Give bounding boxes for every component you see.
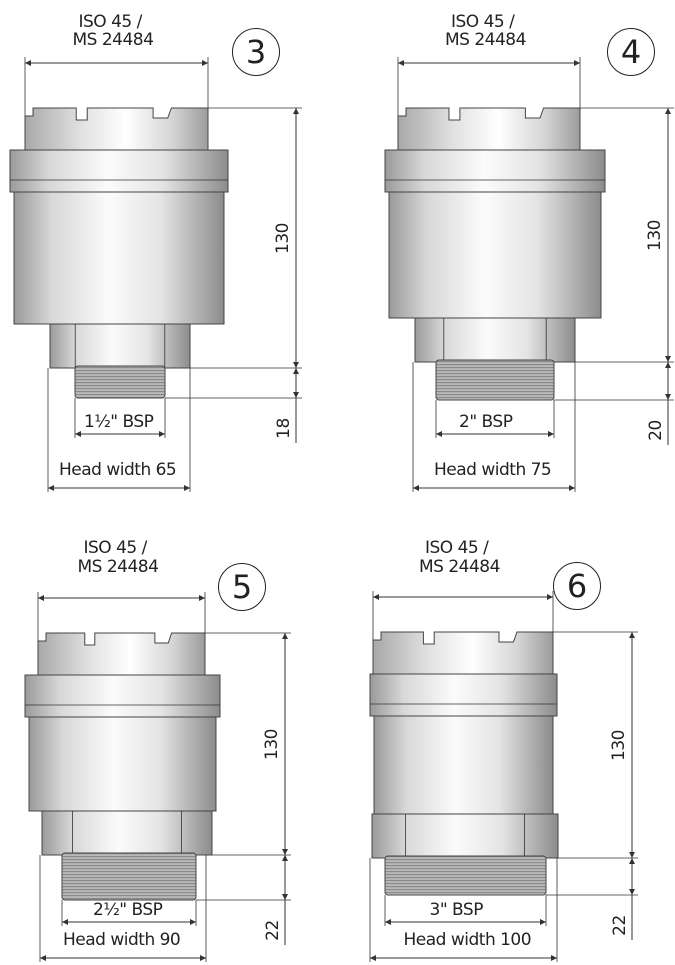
- arrow-right: [202, 60, 208, 66]
- arrow-up: [629, 858, 635, 864]
- arrow-left: [385, 919, 391, 925]
- arrow-up: [665, 108, 671, 114]
- fitting-3: [9, 57, 302, 492]
- arrow-down: [629, 852, 635, 858]
- arrow-right: [569, 485, 575, 491]
- arrow-down: [629, 889, 635, 895]
- height-label: 130: [608, 730, 629, 761]
- arrow-right: [574, 60, 580, 66]
- fitting-body: [13, 191, 225, 325]
- standard-label-line2: MS 24484: [445, 30, 526, 50]
- arrow-right: [159, 431, 165, 437]
- thread-size-label: 3" BSP: [429, 900, 484, 920]
- fitting-thread: [61, 852, 197, 901]
- fitting-upper-band: [9, 149, 229, 193]
- fitting-cap: [372, 631, 554, 675]
- arrow-down: [282, 894, 288, 900]
- arrow-left: [373, 594, 379, 600]
- height-label: 130: [272, 223, 293, 254]
- fitting-upper-band: [384, 149, 606, 193]
- fitting-hex-nut: [49, 323, 191, 369]
- arrow-up: [293, 368, 299, 374]
- fitting-number-badge: 4: [607, 28, 655, 76]
- arrow-up: [282, 633, 288, 639]
- arrow-down: [665, 356, 671, 362]
- arrow-right: [184, 485, 190, 491]
- fitting-body: [388, 191, 602, 319]
- thread-size-label: 2" BSP: [459, 412, 513, 432]
- fitting-thread: [74, 365, 166, 399]
- standard-label-line1: ISO 45 /: [425, 538, 489, 558]
- fitting-number-badge: 6: [553, 562, 601, 610]
- arrow-up: [665, 362, 671, 368]
- fitting-hex-nut: [414, 317, 576, 363]
- arrow-down: [293, 362, 299, 368]
- fitting-hex-nut: [41, 810, 213, 856]
- arrow-up: [629, 632, 635, 638]
- fitting-body: [28, 716, 217, 812]
- thread-length-label: 18: [273, 418, 294, 439]
- fitting-upper-band: [369, 673, 558, 717]
- arrow-left: [25, 60, 31, 66]
- arrow-down: [293, 392, 299, 398]
- fitting-5: [24, 592, 291, 962]
- head-width-label: Head width 100: [403, 930, 532, 950]
- arrow-left: [62, 919, 68, 925]
- fitting-thread: [384, 855, 547, 896]
- fitting-4: [384, 57, 674, 492]
- standard-label-line2: MS 24484: [419, 557, 500, 577]
- arrow-left: [38, 595, 44, 601]
- arrow-left: [370, 955, 376, 961]
- standard-label-line1: ISO 45 /: [78, 12, 143, 32]
- arrow-left: [75, 431, 81, 437]
- fitting-hex-nut: [371, 813, 559, 859]
- arrow-right: [540, 919, 546, 925]
- arrow-up: [293, 108, 299, 114]
- standard-label-line2: MS 24484: [77, 557, 159, 577]
- fitting-number-badge: 5: [218, 563, 266, 611]
- arrow-left: [413, 485, 419, 491]
- fitting-cap: [24, 107, 209, 151]
- arrow-up: [282, 855, 288, 861]
- arrow-right: [548, 431, 554, 437]
- arrow-right: [200, 955, 206, 961]
- height-label: 130: [261, 729, 282, 760]
- head-width-label: Head width 90: [63, 930, 181, 950]
- thread-length-label: 22: [609, 915, 630, 936]
- arrow-left: [436, 431, 442, 437]
- standard-label-line1: ISO 45 /: [451, 12, 515, 32]
- standard-label-line1: ISO 45 /: [83, 538, 148, 558]
- arrow-right: [199, 595, 205, 601]
- head-width-label: Head width 65: [59, 460, 177, 480]
- fitting-cap: [397, 107, 581, 151]
- fitting-cap: [37, 632, 206, 676]
- arrow-down: [282, 849, 288, 855]
- thread-length-label: 22: [262, 920, 283, 941]
- arrow-right: [547, 594, 553, 600]
- arrow-left: [48, 485, 54, 491]
- arrow-left: [398, 60, 404, 66]
- fitting-upper-band: [24, 674, 221, 718]
- thread-size-label: 1½" BSP: [84, 412, 154, 432]
- height-label: 130: [644, 220, 665, 251]
- arrow-right: [190, 919, 196, 925]
- fitting-6: [369, 591, 638, 962]
- arrow-left: [40, 955, 46, 961]
- head-width-label: Head width 75: [434, 460, 552, 480]
- arrow-down: [665, 394, 671, 400]
- fitting-number-badge: 3: [232, 28, 280, 76]
- fitting-body: [373, 715, 554, 815]
- arrow-right: [551, 955, 557, 961]
- standard-label-line2: MS 24484: [72, 30, 154, 50]
- thread-length-label: 20: [645, 420, 666, 441]
- fitting-thread: [435, 359, 555, 401]
- thread-size-label: 2½" BSP: [93, 900, 163, 920]
